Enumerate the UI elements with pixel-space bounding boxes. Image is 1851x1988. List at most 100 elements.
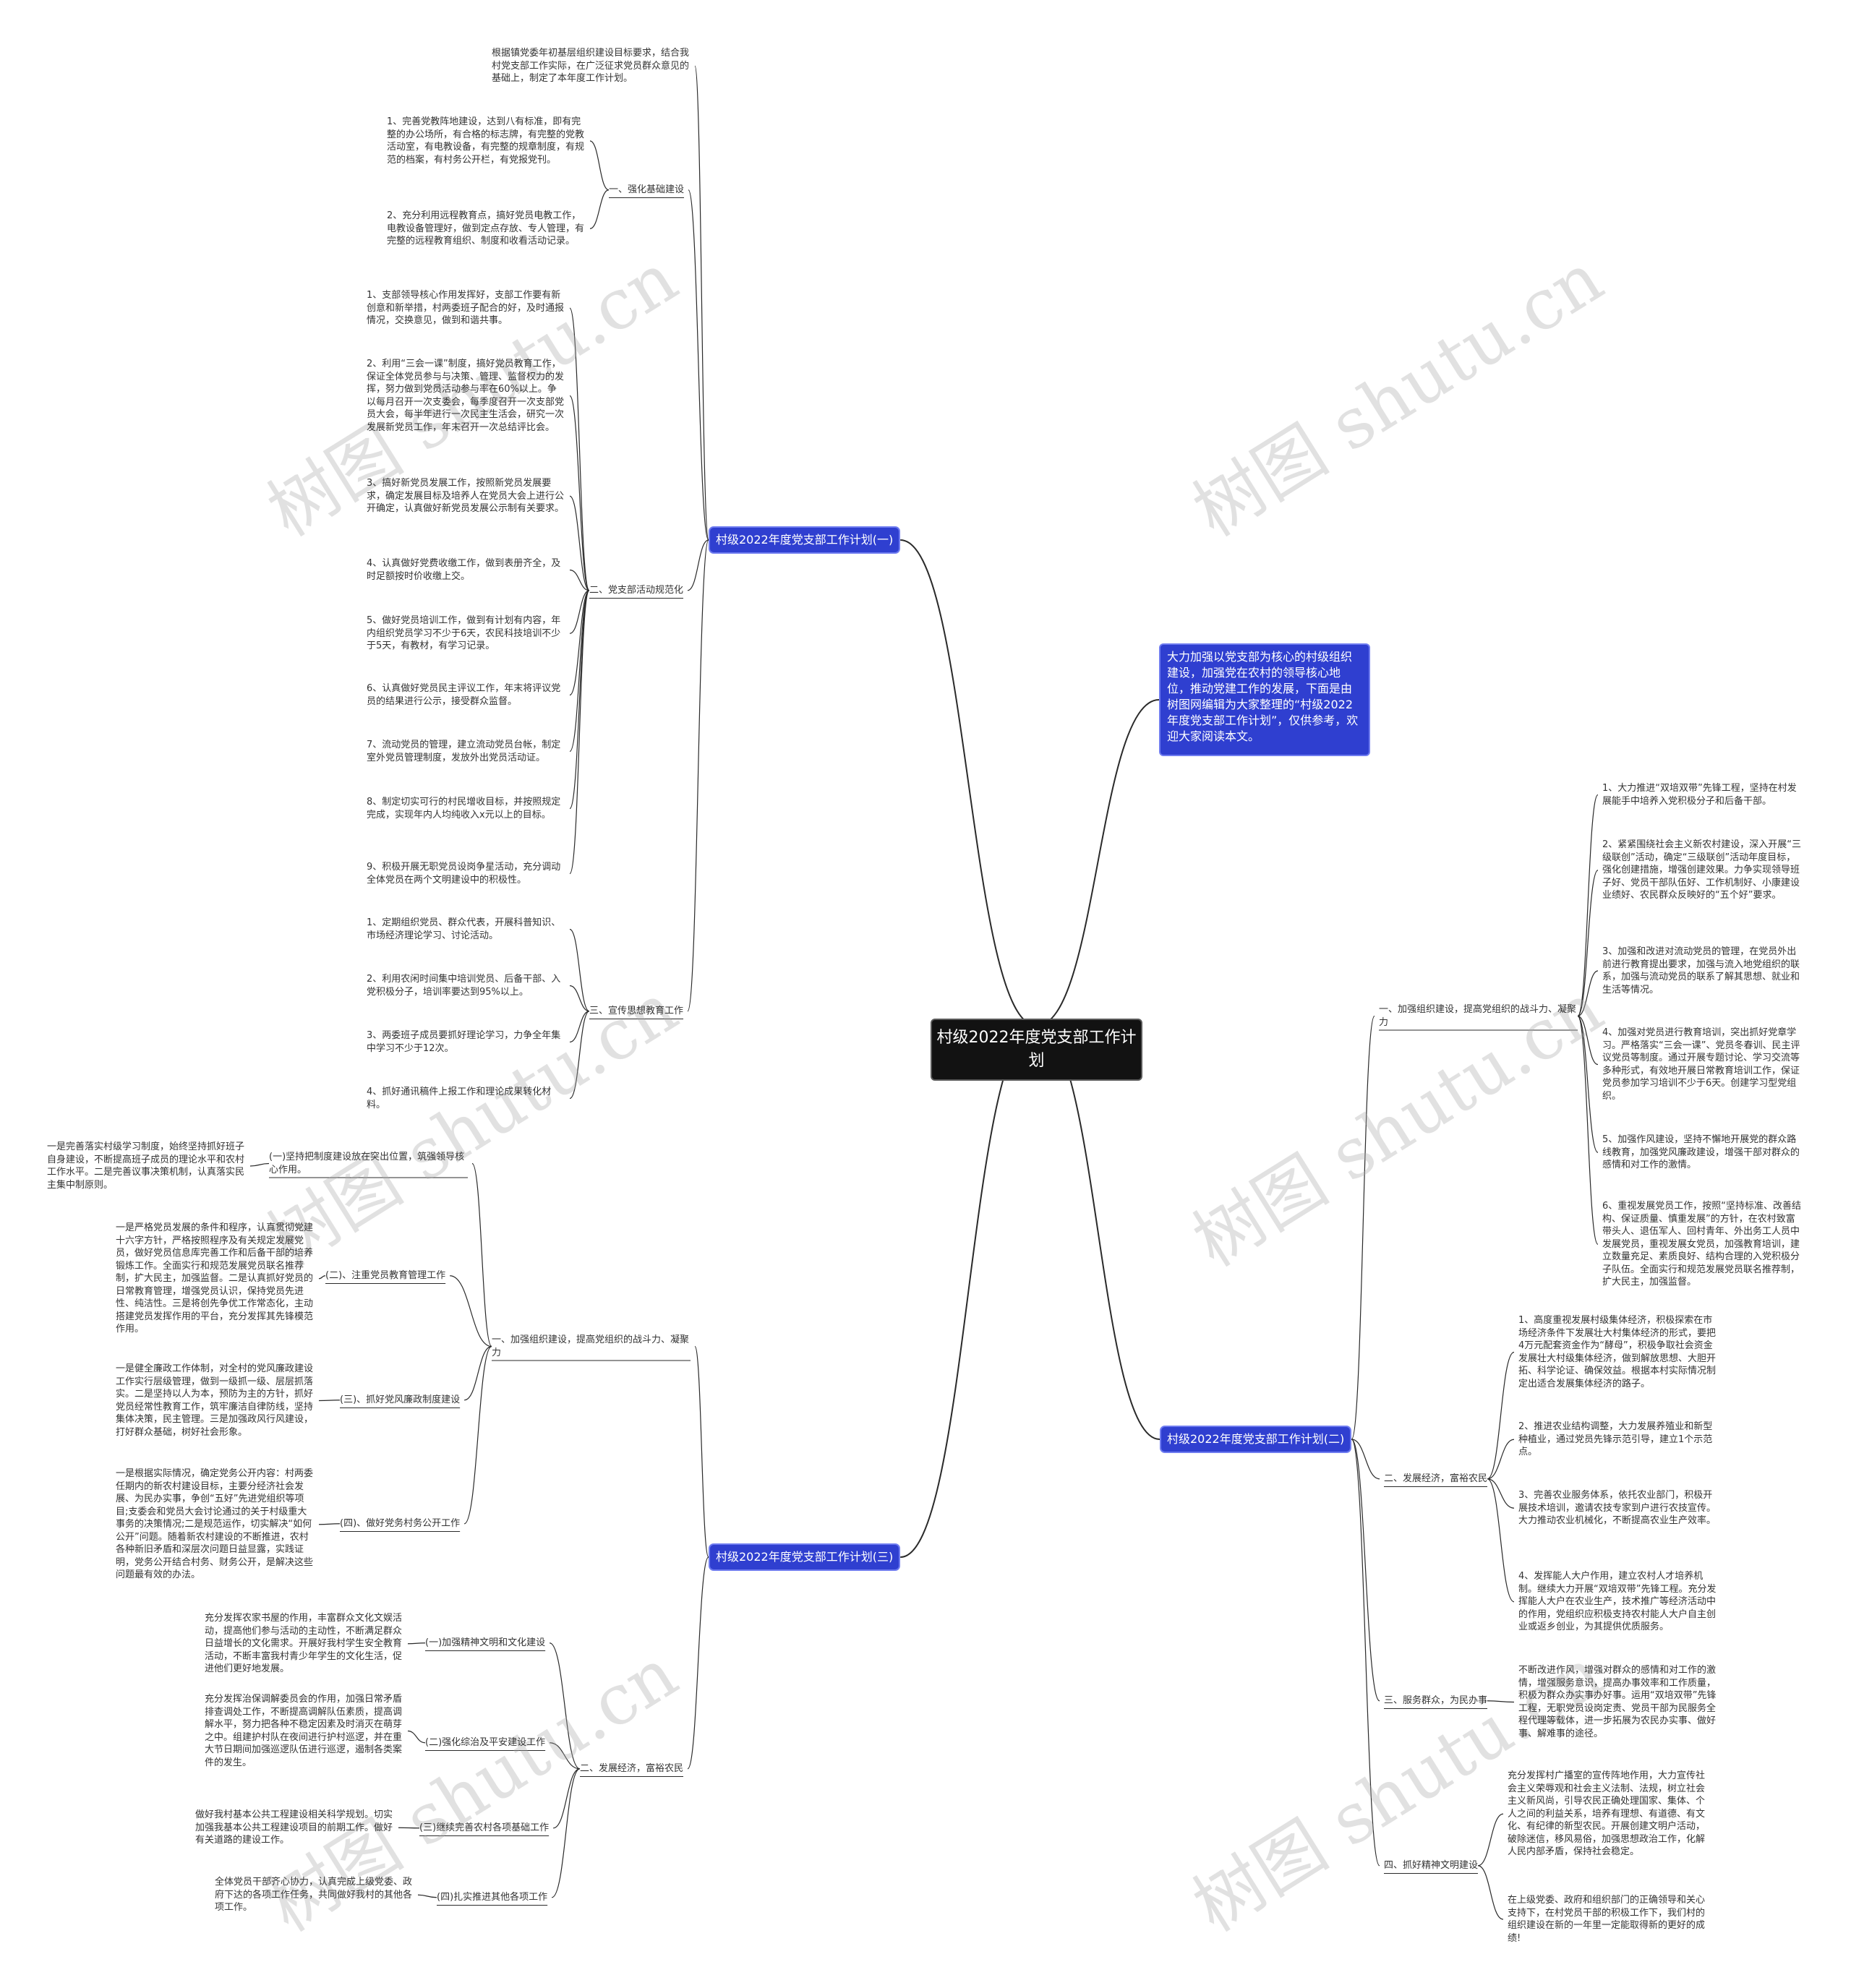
connector [318, 1523, 341, 1525]
connector [569, 1011, 590, 1043]
root-topic[interactable]: 村级2022年度党支部工作计划 [931, 1019, 1142, 1081]
connector [1477, 1865, 1504, 1920]
plan3-s1-sub-2-text: 一是严格党员发展的条件和程序，认真贯彻党建十六字方针，严格按照程序及有关规定发展… [116, 1222, 314, 1334]
connector [1487, 1478, 1515, 1509]
plan2-s1-item-1: 1、大力推进“双培双带”先锋工程，坚持在村发展能手中培养入党积极分子和后备干部。 [1602, 783, 1797, 807]
plan1-s2-item-3: 3、搞好新党员发展工作，按照新党员发展要求，确定发展目标及培养人在党员大会上进行… [367, 478, 565, 514]
connector [1036, 1025, 1160, 1440]
plan3-s1-sub-3[interactable]: (三)、抓好党风廉政制度建设 [340, 1394, 461, 1405]
branch-plan-2[interactable]: 村级2022年度党支部工作计划(二) [1160, 1426, 1352, 1453]
plan2-section-3[interactable]: 三、服务群众，为民办事 [1384, 1695, 1488, 1706]
plan1-s3-item-3: 3、两委班子成员要抓好理论学习，力争全年集中学习不少于12次。 [367, 1030, 561, 1054]
connector [407, 1642, 426, 1645]
plan3-s1-sub-1[interactable]: (一)坚持把制度建设放在突出位置，筑强领导核心作用。 [269, 1152, 465, 1175]
plan2-s1-item-2: 2、紧紧围绕社会主义新农村建设，深入开展“三级联创”活动，确定“三级联创”活动年… [1602, 839, 1802, 901]
connector [1487, 1478, 1515, 1603]
plan3-s2-sub-2[interactable]: (二)强化综治及平安建设工作 [425, 1737, 546, 1748]
plan2-s1-item-4: 4、加强对党员进行教育培训，突出抓好党章学习。严格落实“三会一课”、党员冬春训、… [1602, 1027, 1800, 1102]
plan1-s2-item-6: 6、认真做好党员民主评议工作，年末将评议党员的结果进行公示，接受群众监督。 [367, 683, 561, 707]
branch-plan-1[interactable]: 村级2022年度党支部工作计划(一) [709, 526, 901, 554]
connector [1351, 1439, 1380, 1480]
plan2-section-1[interactable]: 一、加强组织建设，提高党组织的战斗力、凝聚力 [1379, 1004, 1577, 1028]
plan1-s2-item-2: 2、利用“三会一课”制度，搞好党员教育工作，保证全体党员参与与决策、管理、监督权… [367, 359, 565, 433]
connector [569, 307, 590, 591]
plan3-s2-sub-3[interactable]: (三)继续完善农村各项基础工作 [419, 1822, 550, 1833]
connector [589, 189, 610, 229]
connector [900, 1025, 1037, 1558]
connector [569, 495, 590, 591]
plan3-s2-sub-1[interactable]: (一)加强精神文明和文化建设 [425, 1637, 546, 1648]
plan2-s2-item-4: 4、发挥能人大户作用，建立农村人才培养机制。继续大力开展“双培双带”先锋工程。充… [1518, 1571, 1717, 1632]
connector [1487, 1351, 1515, 1480]
connector [1577, 1015, 1599, 1245]
plan2-s1-item-5: 5、加强作风建设，坚持不懈地开展党的群众路线教育，加强党风廉政建设，增强干部对群… [1602, 1134, 1800, 1170]
plan2-s1-item-6: 6、重视发展党员工作，按照“坚持标准、改善结构、保证质量、慎重发展”的方针，在农… [1602, 1201, 1802, 1288]
connector [569, 928, 590, 1012]
connector [569, 590, 590, 875]
branch-plan-3[interactable]: 村级2022年度党支部工作计划(三) [709, 1543, 901, 1571]
plan1-s2-item-5: 5、做好党员培训工作，做到有计划有内容，年内组织党员学习不少于6天，农民科技培训… [367, 615, 561, 651]
connector [900, 539, 1037, 1027]
plan3-s2-sub-4-text: 全体党员干部齐心协力，认真完成上级党委、政府下达的各项工作任务，共同做好我村的其… [215, 1877, 413, 1913]
connector [687, 1556, 709, 1770]
connector [471, 1162, 492, 1348]
plan3-s2-sub-4[interactable]: (四)扎实推进其他各项工作 [437, 1892, 548, 1903]
plan1-s3-item-2: 2、利用农闲时间集中培训党员、后备干部、入党积极分子，培训率要达到95%以上。 [367, 974, 561, 998]
connector [1036, 699, 1160, 1027]
connector [687, 539, 709, 591]
plan1-preface: 根据镇党委年初基层组织建设目标要求，结合我村党支部工作实际，在广泛征求党员群众意… [492, 48, 690, 84]
connector [1577, 1015, 1599, 1066]
plan3-s2-sub-2-text: 充分发挥治保调解委员会的作用，加强日常矛盾排查调处工作，不断提高调解队伍素质，提… [205, 1694, 403, 1768]
plan2-s3-text: 不断改进作风，增强对群众的感情和对工作的激情，增强服务意识，提高办事效率和工作质… [1518, 1665, 1717, 1739]
connector [694, 1345, 709, 1558]
plan3-s1-sub-4-text: 一是根据实际情况，确定党务公开内容：村两委任期内的新农村建设目标，主要分经济社会… [116, 1468, 314, 1580]
plan3-section-1[interactable]: 一、加强组织建设，提高党组织的战斗力、凝聚力 [492, 1334, 690, 1358]
connector [318, 1275, 326, 1280]
plan2-s2-item-2: 2、推进农业结构调整，大力发展养殖业和新型种植业，通过党员先锋示范引导，建立1个… [1518, 1421, 1713, 1457]
plan2-section-4[interactable]: 四、抓好精神文明建设 [1384, 1860, 1479, 1871]
connector [687, 539, 709, 1012]
plan1-s2-item-4: 4、认真做好党费收缴工作，做到表册齐全，及时足额按时价收缴上交。 [367, 558, 561, 582]
plan1-section-2[interactable]: 二、党支部活动规范化 [589, 585, 684, 596]
connector [569, 569, 590, 591]
connector [589, 140, 610, 191]
connector [450, 1275, 492, 1348]
plan1-s1-item-1: 1、完善党教阵地建设，达到八有标准，即有完整的办公场所，有合格的标志牌，有完整的… [387, 116, 585, 166]
plan2-s4-item-1: 充分发挥村广播室的宣传阵地作用，大力宣传社会主义荣辱观和社会主义法制、法规，树立… [1508, 1770, 1706, 1857]
plan2-section-2[interactable]: 二、发展经济，富裕农民 [1384, 1473, 1488, 1484]
connector [569, 590, 590, 634]
plan3-s1-sub-2[interactable]: (二)、注重党员教育管理工作 [325, 1270, 446, 1281]
plan3-s2-sub-1-text: 充分发挥农家书屋的作用，丰富群众文化文娱活动，提高他们参与活动的主动性，不断满足… [205, 1613, 403, 1674]
intro-note[interactable]: 大力加强以党支部为核心的村级组织建设，加强党在农村的领导核心地位，推动党建工作的… [1159, 643, 1370, 756]
plan2-s4-item-2: 在上级党委、政府和组织部门的正确领导和关心支持下，在村党员干部的积极工作下，我们… [1508, 1895, 1706, 1944]
plan1-section-3[interactable]: 三、宣传思想教育工作 [589, 1006, 684, 1016]
plan3-s1-sub-3-text: 一是健全廉政工作体制，对全村的党风廉政建设工作实行层级管理，做到一级抓一级、层层… [116, 1363, 314, 1438]
plan1-s2-item-1: 1、支部领导核心作用发挥好，支部工作要有新创意和新举措，村两委班子配合的好，及时… [367, 290, 565, 326]
connector [569, 590, 590, 753]
connector [417, 1894, 437, 1898]
plan1-s3-item-1: 1、定期组织党员、群众代表，开展科普知识、市场经济理论学习、讨论活动。 [367, 917, 561, 941]
connector [569, 590, 590, 810]
connector [1487, 1439, 1515, 1480]
plan1-s3-item-4: 4、抓好通讯稿件上报工作和理论成果转化材料。 [367, 1087, 552, 1110]
connector [1351, 1439, 1380, 1702]
connector [1577, 1015, 1599, 1153]
plan2-s1-item-3: 3、加强和改进对流动党员的管理，在党员外出前进行教育提出要求，加强与流入地党组织… [1602, 946, 1800, 995]
connector [569, 395, 590, 591]
connector [464, 1345, 492, 1401]
connector [549, 1642, 581, 1770]
plan3-section-2[interactable]: 二、发展经济，富裕农民 [580, 1763, 684, 1774]
connector [1577, 870, 1599, 1017]
connector [1351, 1439, 1380, 1867]
plan3-s1-sub-1-text: 一是完善落实村级学习制度，始终坚持抓好班子自身建设，不断提高班子成员的理论水平和… [47, 1141, 245, 1191]
plan3-s1-sub-4[interactable]: (四)、做好党务村务公开工作 [340, 1518, 461, 1529]
connector [1487, 1700, 1515, 1703]
plan2-s2-item-1: 1、高度重视发展村级集体经济，积极探索在市场经济条件下发展壮大村集体经济的形式，… [1518, 1315, 1717, 1389]
plan3-s2-sub-3-text: 做好我村基本公共工程建设相关科学规划。切实加强我基本公共工程建设项目的前期工作。… [195, 1809, 393, 1846]
plan1-s1-item-2: 2、充分利用远程教育点，搞好党员电教工作，电教设备管理好，做到定点存放、专人管理… [387, 210, 585, 247]
connector [1577, 794, 1599, 1017]
plan1-section-1[interactable]: 一、强化基础建设 [609, 184, 685, 195]
connector [569, 1011, 590, 1100]
